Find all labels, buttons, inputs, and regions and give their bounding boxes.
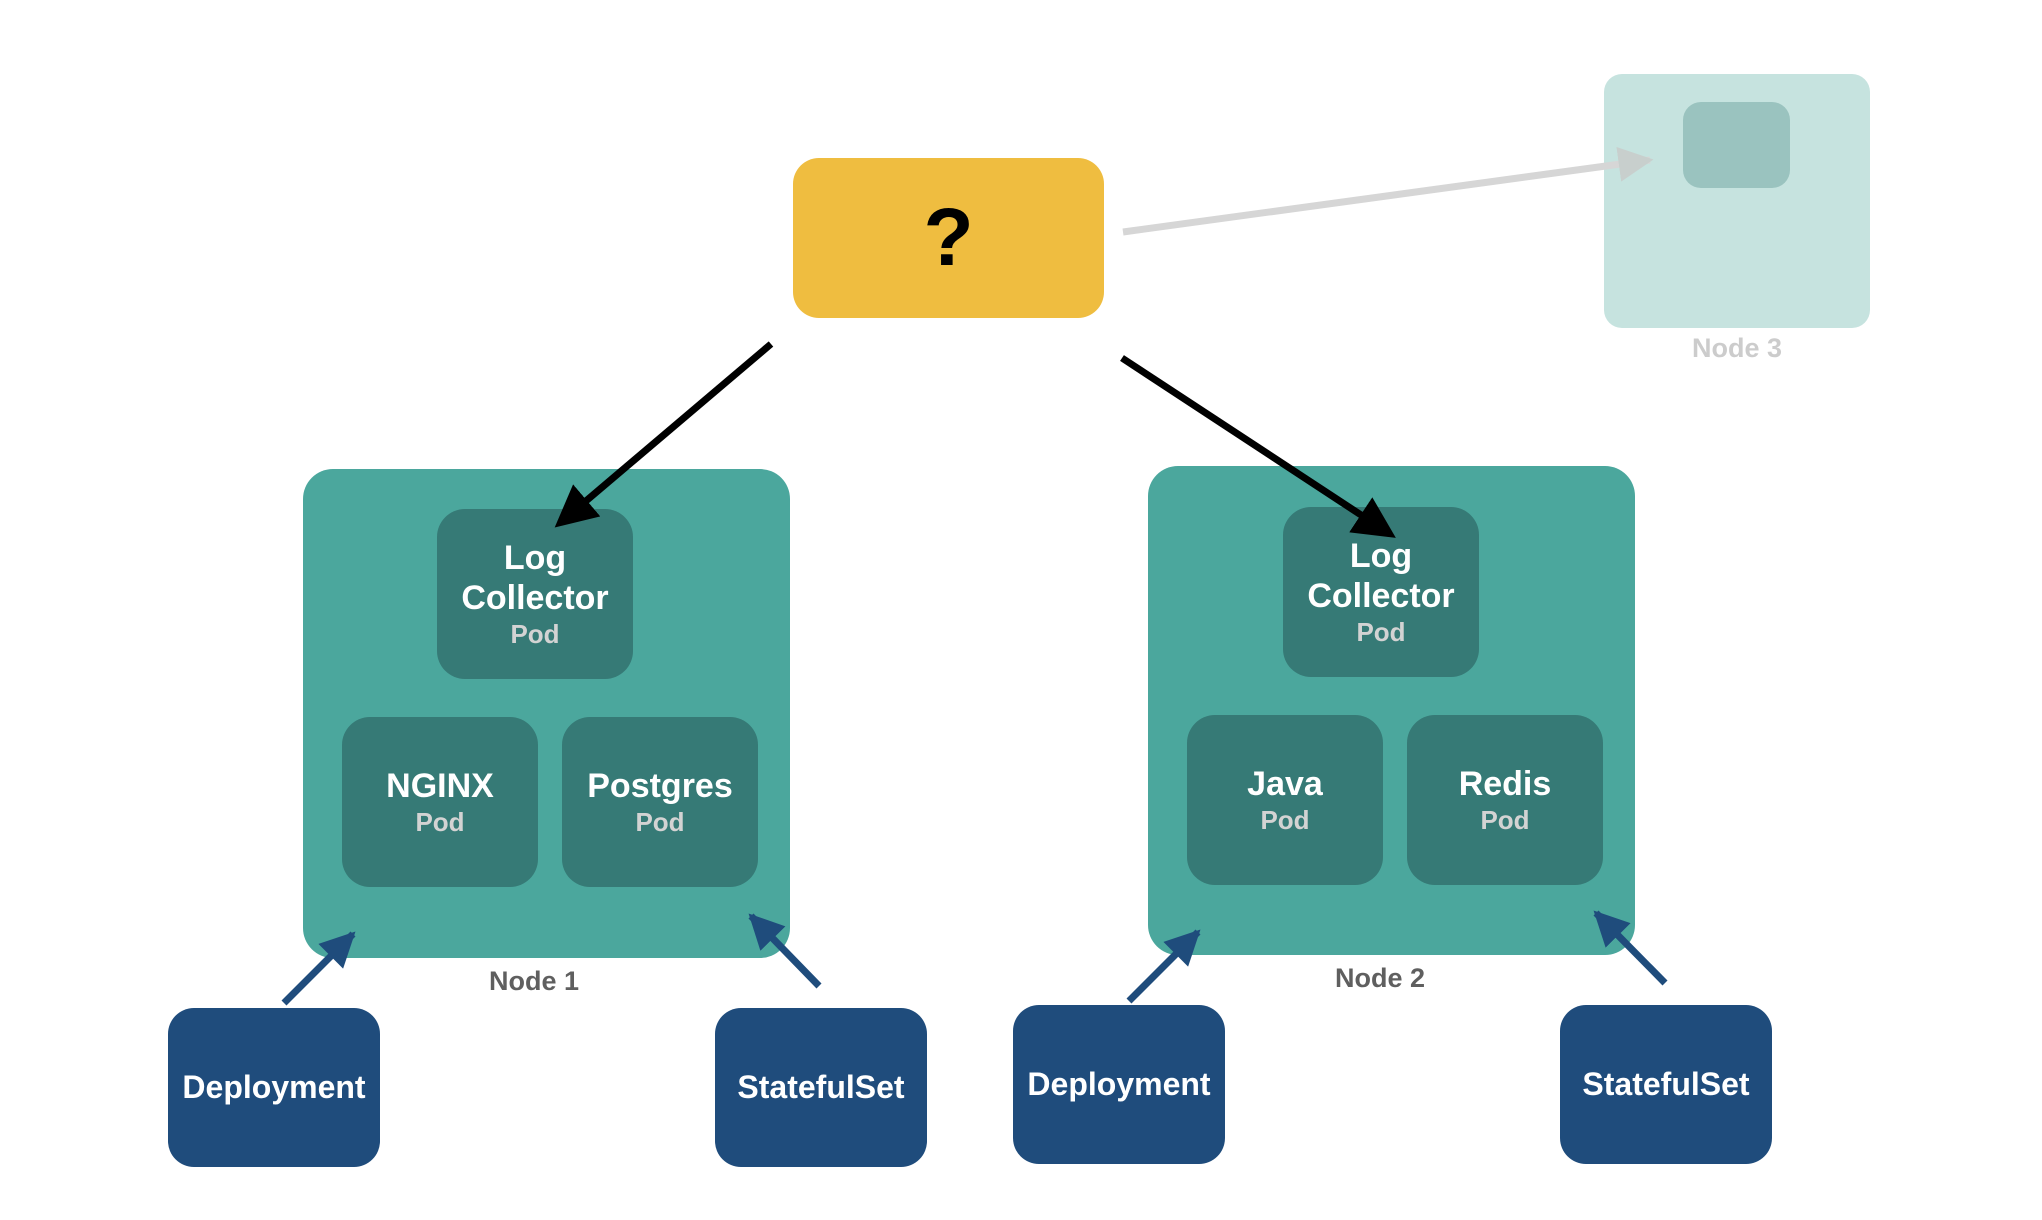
pod-name: Collector xyxy=(461,579,609,617)
statefulset-label: StatefulSet xyxy=(737,1069,905,1105)
statefulset-label: StatefulSet xyxy=(1582,1066,1750,1102)
pod-name: Log xyxy=(503,539,567,577)
arrow-statefulset-2-to-node-2 xyxy=(1593,910,1668,986)
node-1-deployment: Deployment xyxy=(168,1008,380,1167)
node-1-postgres-pod: Postgres Pod xyxy=(562,717,758,887)
node-2-deployment: Deployment xyxy=(1013,1005,1225,1164)
node-2-log-collector-pod: Log Collector Pod xyxy=(1283,507,1479,677)
deployment-label: Deployment xyxy=(1027,1066,1211,1102)
unknown-log-aggregator: ? xyxy=(793,158,1104,318)
node-2-statefulset: StatefulSet xyxy=(1560,1005,1772,1164)
node-2-label: Node 2 xyxy=(1334,963,1426,993)
node-2-java-pod: Java Pod xyxy=(1187,715,1383,885)
node-3-label: Node 3 xyxy=(1691,333,1783,363)
arrow-deployment-2-to-node-2 xyxy=(1126,929,1201,1004)
pod-name: Java xyxy=(1247,765,1323,803)
pod-type: Pod xyxy=(635,807,685,837)
pod-type: Pod xyxy=(510,619,560,649)
pod-type: Pod xyxy=(1480,805,1530,835)
arrow-to-node-3 xyxy=(1122,146,1654,236)
pod-name: Postgres xyxy=(587,767,733,805)
pod-name: Redis xyxy=(1458,765,1552,803)
node-1-statefulset: StatefulSet xyxy=(715,1008,927,1167)
node-1-nginx-pod: NGINX Pod xyxy=(342,717,538,887)
arrow-to-node-2-log-collector xyxy=(1120,355,1396,538)
pod-type: Pod xyxy=(1260,805,1310,835)
arrow-statefulset-1-to-node-1 xyxy=(748,913,822,989)
pod-name: NGINX xyxy=(386,767,494,805)
node-3-pod xyxy=(1683,102,1790,188)
pod-type: Pod xyxy=(415,807,465,837)
question-mark-label: ? xyxy=(923,192,974,283)
node-1-log-collector-pod: Log Collector Pod xyxy=(437,509,633,679)
arrow-to-node-1-log-collector xyxy=(554,341,774,528)
pod-type: Pod xyxy=(1356,617,1406,647)
node-2-redis-pod: Redis Pod xyxy=(1407,715,1603,885)
deployment-label: Deployment xyxy=(182,1069,366,1105)
arrow-deployment-1-to-node-1 xyxy=(281,931,356,1006)
node-1-label: Node 1 xyxy=(488,966,580,996)
pod-name: Collector xyxy=(1307,577,1455,615)
pod-name: Log xyxy=(1349,537,1413,575)
